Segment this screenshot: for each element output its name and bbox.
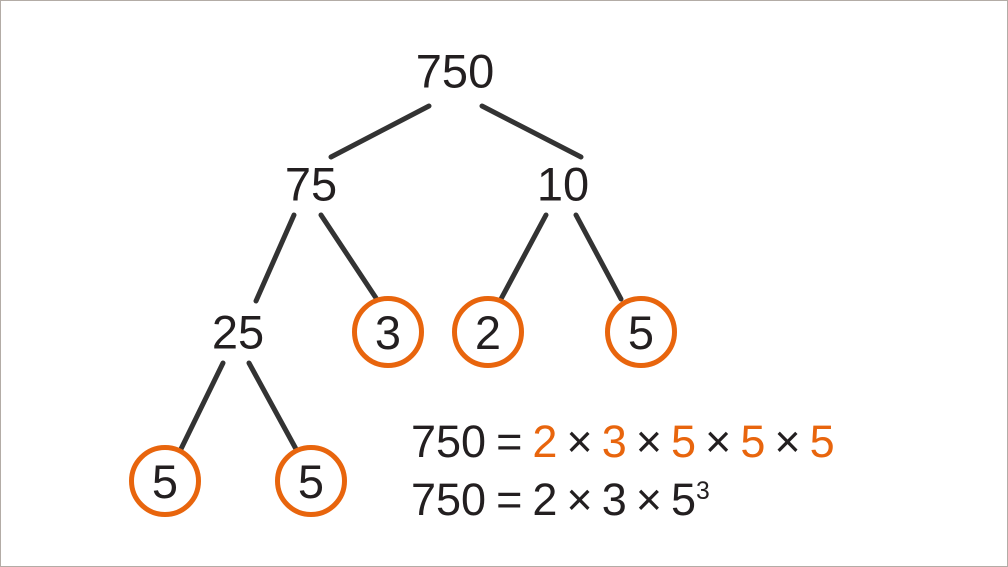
equation-block: 750=2×3×5×5×5 750=2×3×53 <box>411 413 835 529</box>
tree-node-5-prime: 5 <box>605 296 677 368</box>
eq-token: 3 <box>601 416 627 467</box>
tree-node-10: 10 <box>536 157 590 211</box>
tree-edge-n75-n3 <box>318 212 379 301</box>
tree-edge-n10-n5r <box>573 212 624 302</box>
tree-edge-n750-n10 <box>479 103 584 160</box>
tree-node-3-prime: 3 <box>352 296 424 368</box>
tree-node-25: 25 <box>211 305 265 359</box>
tree-edge-n25-n5b <box>246 360 299 452</box>
tree-node-750: 750 <box>415 44 495 98</box>
eq-token: 750 <box>411 416 487 467</box>
eq-token: × <box>635 474 662 525</box>
eq-token: 2 <box>532 474 558 525</box>
equation-index-form: 750=2×3×53 <box>411 471 835 529</box>
eq-token: 53 <box>671 474 710 525</box>
tree-node-5-prime: 5 <box>275 445 347 517</box>
equation-expanded: 750=2×3×5×5×5 <box>411 413 835 471</box>
eq-token: × <box>566 416 593 467</box>
eq-exponent: 3 <box>696 478 710 505</box>
eq-token: 2 <box>532 416 558 467</box>
eq-token: 5 <box>740 416 766 467</box>
eq-token: 3 <box>601 474 627 525</box>
tree-node-75: 75 <box>284 157 338 211</box>
tree-edge-n25-n5a <box>178 360 226 452</box>
eq-token: = <box>496 474 523 525</box>
eq-token: = <box>496 416 523 467</box>
tree-node-2-prime: 2 <box>452 296 524 368</box>
eq-token: 5 <box>809 416 835 467</box>
tree-edge-n10-n2 <box>498 212 549 302</box>
tree-node-5-prime: 5 <box>129 445 201 517</box>
eq-token: × <box>566 474 593 525</box>
tree-edge-n750-n75 <box>328 103 432 160</box>
eq-token: × <box>635 416 662 467</box>
eq-token: × <box>774 416 801 467</box>
eq-token: 750 <box>411 474 487 525</box>
tree-edge-n75-n25 <box>253 212 297 304</box>
eq-token: 5 <box>671 416 697 467</box>
eq-token: × <box>705 416 732 467</box>
